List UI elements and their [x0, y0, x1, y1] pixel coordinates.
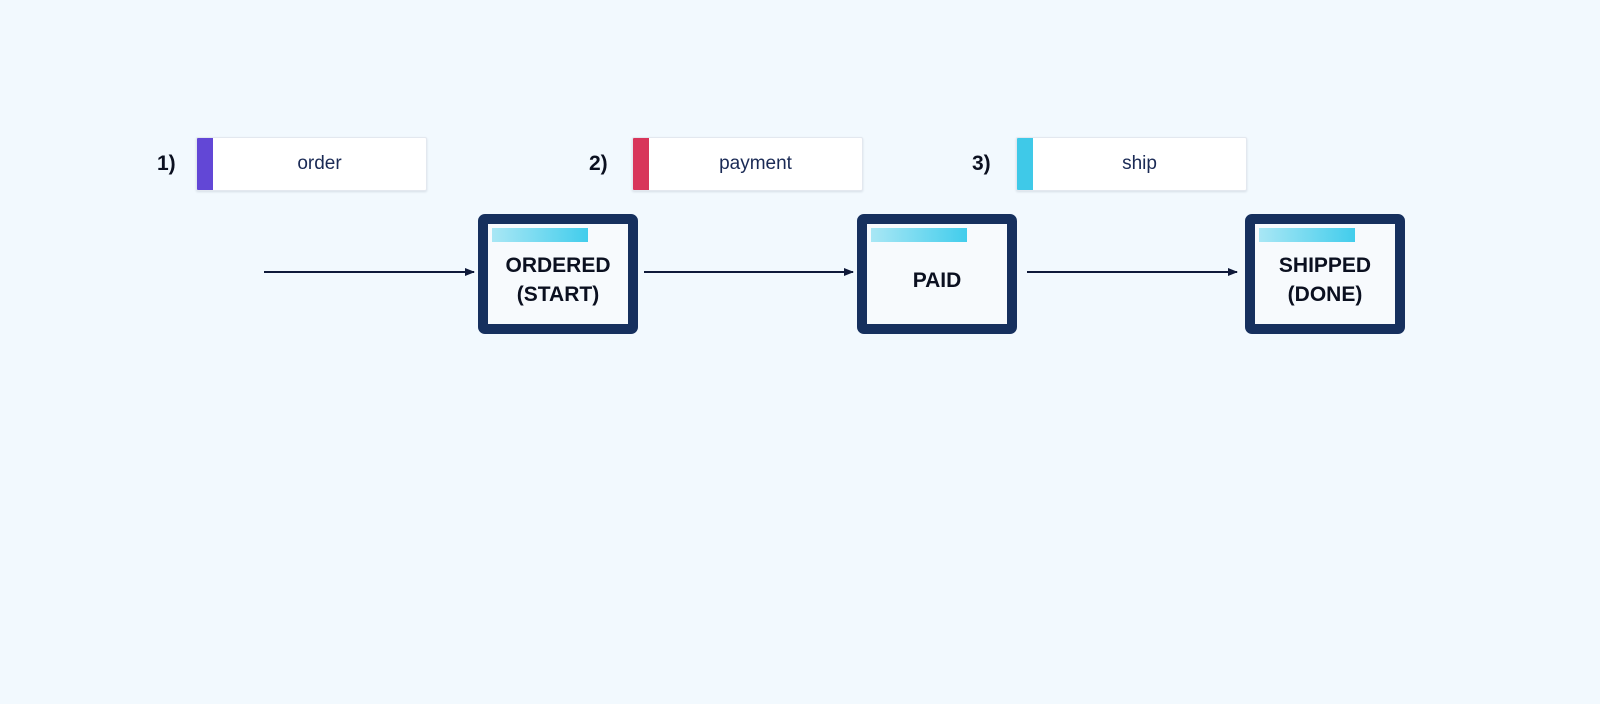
state-paid: PAID — [857, 214, 1017, 334]
event-card-payment: payment — [632, 137, 863, 191]
event-accent-order — [197, 138, 213, 190]
state-label-paid: PAID — [912, 268, 962, 292]
event-label-ship: ship — [1122, 153, 1157, 174]
state-label-ordered: ORDERED (START) — [505, 254, 611, 306]
event-accent-payment — [633, 138, 649, 190]
step-number-1: 1) — [157, 152, 176, 175]
state-ordered: ORDERED (START) — [478, 214, 638, 334]
state-shipped: SHIPPED (DONE) — [1245, 214, 1405, 334]
step-number-3: 3) — [972, 152, 991, 175]
state-label-shipped: SHIPPED (DONE) — [1278, 254, 1372, 306]
step-number-2: 2) — [589, 152, 608, 175]
state-accent-bar — [871, 228, 967, 242]
event-label-order: order — [297, 153, 342, 174]
event-card-order: order — [196, 137, 427, 191]
event-card-ship: ship — [1016, 137, 1247, 191]
event-label-payment: payment — [719, 153, 792, 174]
event-accent-ship — [1017, 138, 1033, 190]
state-accent-bar — [1259, 228, 1355, 242]
state-accent-bar — [492, 228, 588, 242]
